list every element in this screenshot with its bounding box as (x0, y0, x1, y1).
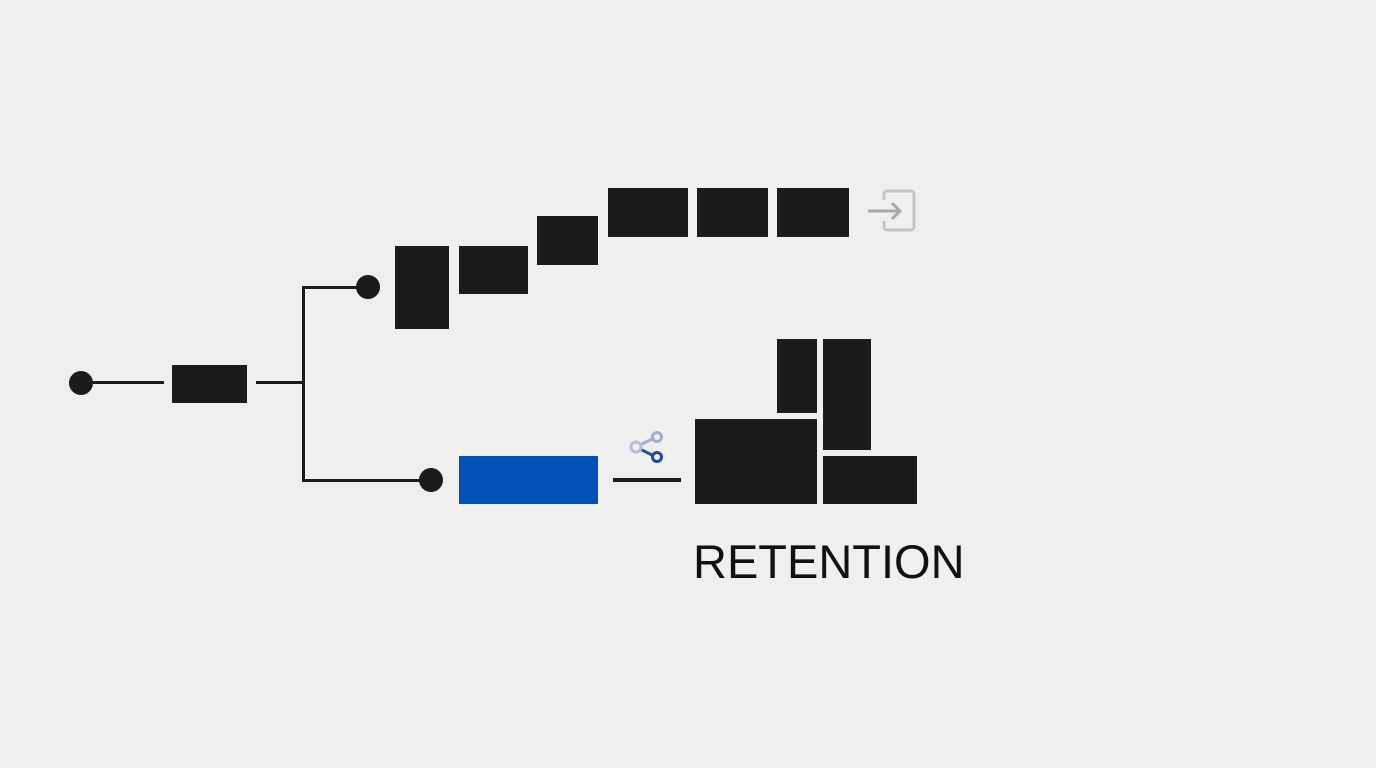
connector (613, 478, 681, 482)
upper-block-4 (608, 188, 688, 237)
connector-upper (302, 286, 360, 289)
cluster-block-tall-2 (823, 339, 871, 450)
cluster-block-large (695, 419, 817, 504)
root-block (172, 365, 247, 403)
cluster-block-wide (823, 456, 917, 504)
start-node (69, 371, 93, 395)
highlighted-block (459, 456, 598, 504)
share-icon (629, 431, 663, 463)
cluster-block-tall-1 (777, 339, 817, 413)
upper-block-2 (459, 246, 528, 294)
enter-icon (868, 189, 916, 232)
upper-block-1 (395, 246, 449, 329)
connector (93, 381, 164, 384)
lower-node (419, 468, 443, 492)
upper-block-5 (697, 188, 768, 237)
connector-lower (302, 479, 424, 482)
upper-node (356, 275, 380, 299)
upper-block-3 (537, 216, 598, 265)
connector (256, 381, 304, 384)
upper-block-6 (777, 188, 849, 237)
retention-label: RETENTION (693, 535, 965, 588)
branch-line (302, 286, 305, 482)
